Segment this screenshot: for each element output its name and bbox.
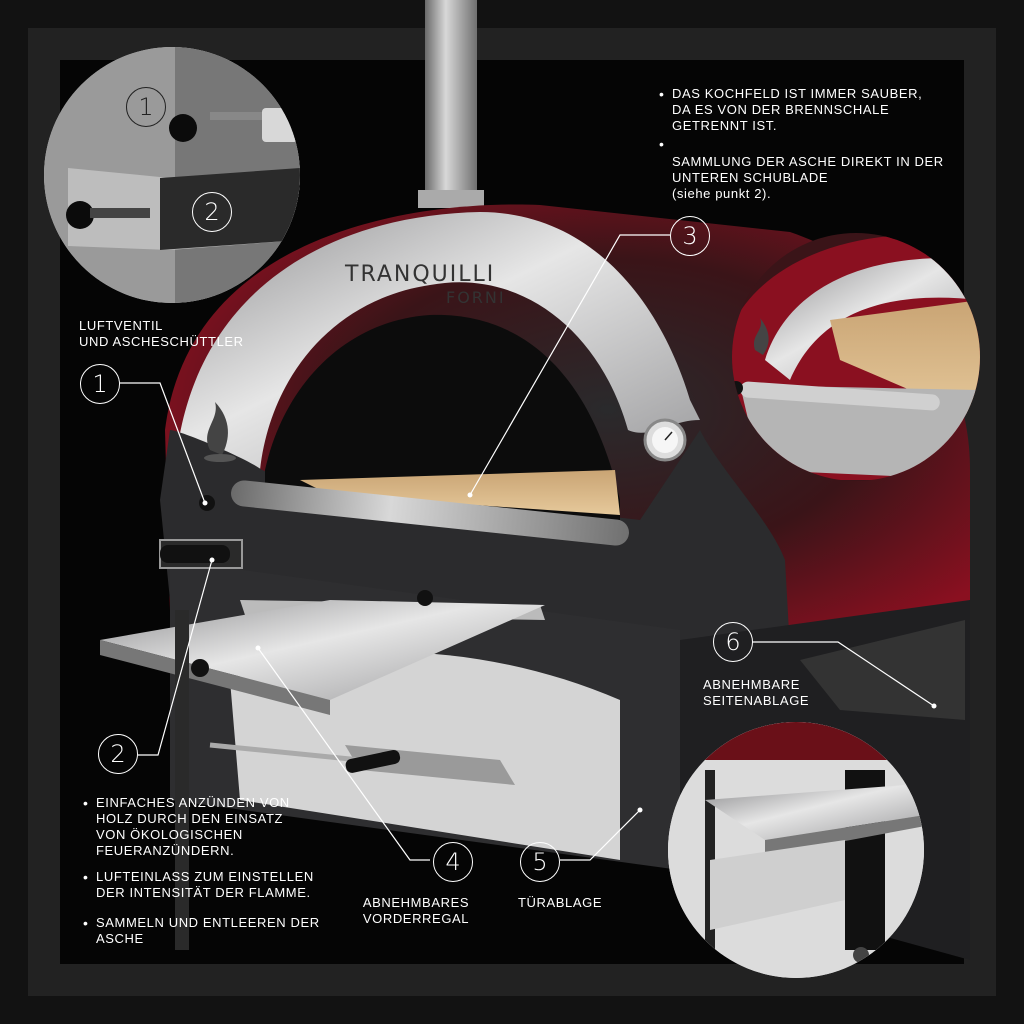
- bullet-icon: •: [83, 795, 89, 811]
- note-anzuenden: • EINFACHES ANZÜNDEN VON HOLZ DURCH DEN …: [83, 795, 290, 859]
- note-line: HOLZ DURCH DEN EINSATZ: [96, 811, 284, 826]
- note-line: LUFTEINLASS ZUM EINSTELLEN: [96, 869, 314, 884]
- label-vorderregal: ABNEHMBARES VORDERREGAL: [361, 895, 471, 927]
- note-line: DER INTENSITÄT DER FLAMME.: [96, 885, 311, 900]
- note-line: ASCHE: [96, 931, 144, 946]
- label-vorderregal-line2: VORDERREGAL: [362, 911, 470, 926]
- callout-4: 4: [433, 842, 473, 882]
- note-line: DAS KOCHFELD IST IMMER SAUBER,: [672, 86, 923, 101]
- note-asche-sammeln: • SAMMELN UND ENTLEEREN DER ASCHE: [83, 915, 320, 947]
- note-line: VON ÖKOLOGISCHEN: [96, 827, 243, 842]
- bullet-icon: •: [83, 869, 89, 885]
- label-seitenablage: ABNEHMBARE SEITENABLAGE: [703, 677, 809, 709]
- note-kochfeld: • DAS KOCHFELD IST IMMER SAUBER, DA ES V…: [659, 86, 923, 134]
- label-vorderregal-line1: ABNEHMBARES: [362, 895, 470, 910]
- note-line: FEUERANZÜNDERN.: [96, 843, 235, 858]
- note-line: DA ES VON DER BRENNSCHALE: [672, 102, 890, 117]
- label-luftventil-line1: LUFTVENTIL: [79, 318, 164, 333]
- note-line: (siehe punkt 2).: [672, 186, 772, 201]
- brand-name: TRANQUILLI: [345, 262, 496, 287]
- callout-1: 1: [80, 364, 120, 404]
- callout-5: 5: [520, 842, 560, 882]
- note-lufteinlass: • LUFTEINLASS ZUM EINSTELLEN DER INTENSI…: [83, 869, 314, 901]
- callout-3: 3: [670, 216, 710, 256]
- note-line: SAMMLUNG DER ASCHE DIREKT IN DER: [672, 154, 944, 169]
- label-luftventil: LUFTVENTIL UND ASCHESCHÜTTLER: [79, 318, 244, 350]
- brand-subname: FORNI: [446, 288, 506, 307]
- bullet-icon: •: [83, 915, 89, 931]
- label-tuerablage: TÜRABLAGE: [518, 895, 603, 910]
- note-asche-schublade: SAMMLUNG DER ASCHE DIREKT IN DER UNTEREN…: [672, 154, 944, 202]
- note-line: SAMMELN UND ENTLEEREN DER: [96, 915, 320, 930]
- callout-2-detail: 2: [192, 192, 232, 232]
- callout-6: 6: [713, 622, 753, 662]
- bullet-icon: •: [659, 136, 665, 152]
- note-line: UNTEREN SCHUBLADE: [672, 170, 829, 185]
- callout-1-detail: 1: [126, 87, 166, 127]
- note-line: GETRENNT IST.: [672, 118, 778, 133]
- bullet-icon: •: [659, 86, 665, 102]
- callout-2: 2: [98, 734, 138, 774]
- label-luftventil-line2: UND ASCHESCHÜTTLER: [79, 334, 244, 349]
- label-seitenablage-line2: SEITENABLAGE: [703, 693, 810, 708]
- label-seitenablage-line1: ABNEHMBARE: [703, 677, 801, 692]
- note-line: EINFACHES ANZÜNDEN VON: [96, 795, 290, 810]
